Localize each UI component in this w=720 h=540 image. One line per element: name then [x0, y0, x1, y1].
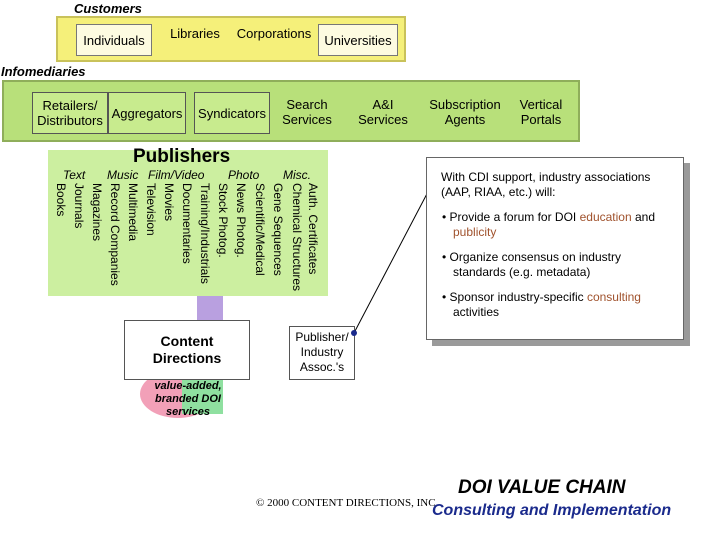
- category-film: Film/Video: [148, 168, 205, 182]
- infomediary-search: Search Services: [282, 97, 332, 127]
- infomediary-retailers: Retailers/ Distributors: [32, 92, 108, 134]
- bullet1-education: education: [579, 210, 632, 224]
- customer-individuals: Individuals: [76, 24, 152, 56]
- callout-bullet-2: • Organize consensus on industry standar…: [442, 250, 621, 279]
- infomediary-syndicators: Syndicators: [194, 92, 270, 134]
- publishers-panel: [48, 150, 328, 296]
- customer-universities: Universities: [318, 24, 398, 56]
- doi-value-chain-title: DOI VALUE CHAIN: [458, 477, 626, 498]
- column-record-companies: Record Companies: [108, 183, 122, 286]
- column-multimedia: Multimedia: [126, 183, 140, 242]
- column-training-industrials: Training/Industrials: [198, 183, 212, 284]
- column-television: Television: [144, 183, 158, 236]
- category-music: Music: [107, 168, 139, 182]
- infomediary-subscription: Subscription Agents: [429, 97, 501, 127]
- column-journals: Journals: [72, 183, 86, 229]
- infomediary-aggregators: Aggregators: [108, 92, 186, 134]
- category-text: Text: [63, 168, 86, 182]
- customer-corporations: Corporations: [236, 26, 312, 41]
- customers-band: Individuals Libraries Corporations Unive…: [56, 16, 406, 62]
- column-auth-certificates: Auth. Certificates: [306, 183, 320, 275]
- bullet1-text-a: Provide a forum for DOI: [449, 210, 580, 224]
- callout-bullet-3: • Sponsor industry-specific consulting a…: [442, 290, 641, 319]
- publisher-assoc-box: Publisher/ Industry Assoc.'s: [289, 326, 355, 380]
- infomediaries-band: Retailers/ Distributors Aggregators Synd…: [2, 80, 580, 142]
- bullet2-text: Organize consensus on industry standards…: [449, 250, 621, 279]
- connector-line: [351, 187, 431, 336]
- connector-dot: [351, 330, 357, 336]
- bullet1-publicity: publicity: [453, 225, 497, 239]
- column-gene-sequences: Gene Sequences: [271, 183, 285, 276]
- column-books: Books: [54, 183, 68, 217]
- column-chemical-structures: Chemical Structures: [290, 183, 304, 292]
- bullet1-text-b: and: [631, 210, 655, 224]
- bullet3-text-a: Sponsor industry-specific: [449, 290, 587, 304]
- column-magazines: Magazines: [90, 183, 104, 242]
- column-movies: Movies: [162, 183, 176, 222]
- infomediary-vertical: Vertical Portals: [519, 97, 563, 127]
- publishers-title: Publishers: [133, 146, 231, 167]
- green-block: [182, 376, 223, 414]
- callout-bullet-1: • Provide a forum for DOI education and …: [442, 210, 655, 239]
- infomediary-ai: A&I Services: [358, 97, 408, 127]
- callout-box: With CDI support, industry associations …: [426, 157, 684, 340]
- consulting-subtitle: Consulting and Implementation: [432, 502, 672, 519]
- category-photo: Photo: [228, 168, 260, 182]
- bullet3-consulting: consulting: [586, 290, 641, 304]
- customer-libraries: Libraries: [170, 26, 220, 41]
- column-scientific-medical: Scientific/Medical: [253, 183, 267, 276]
- content-directions-box: Content Directions: [124, 320, 250, 380]
- column-stock-photog: Stock Photog.: [216, 183, 230, 258]
- bullet3-text-b: activities: [453, 305, 500, 319]
- column-documentaries: Documentaries: [180, 183, 194, 264]
- infomediaries-title: Infomediaries: [1, 64, 86, 79]
- value-added-text: value-added, branded DOI services: [154, 380, 222, 418]
- callout-intro: With CDI support, industry associations …: [441, 170, 651, 199]
- customers-title: Customers: [74, 1, 142, 16]
- column-news-photog: News Photog.: [234, 183, 248, 258]
- copyright-text: © 2000 CONTENT DIRECTIONS, INC.: [256, 497, 439, 509]
- category-misc: Misc.: [283, 168, 311, 182]
